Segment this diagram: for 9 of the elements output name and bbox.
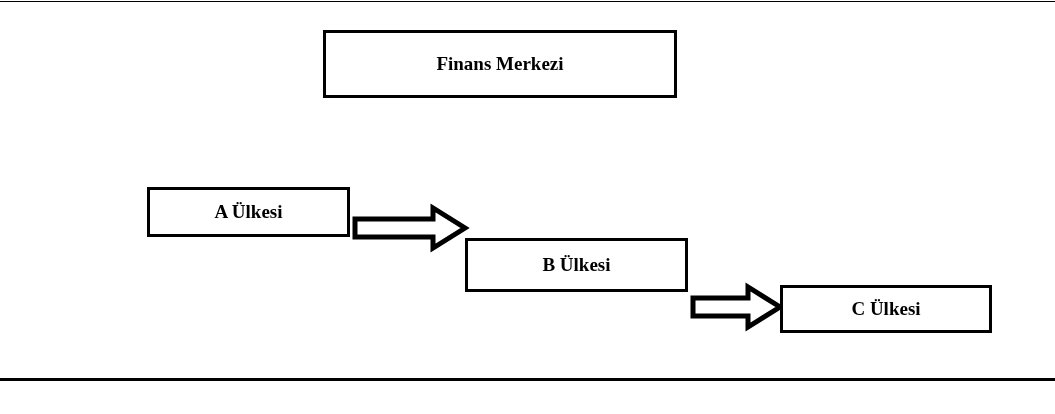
box xyxy=(780,285,992,333)
box-label: A Ülkesi xyxy=(214,201,283,223)
box-label: Finans Merkezi xyxy=(436,53,564,75)
box xyxy=(323,30,677,98)
block-arrow xyxy=(352,203,470,253)
box xyxy=(465,238,688,292)
box-label: C Ülkesi xyxy=(851,298,921,320)
box xyxy=(147,187,350,237)
box-label: B Ülkesi xyxy=(542,254,611,276)
